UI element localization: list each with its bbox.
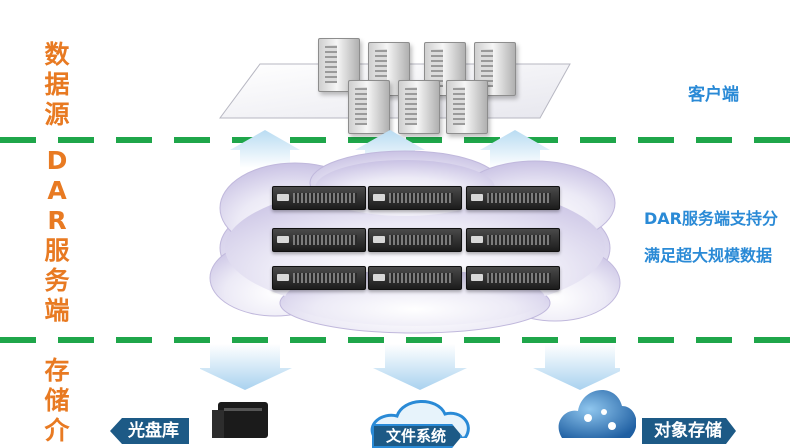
- storage-char: 介: [44, 416, 70, 445]
- source-char: 数: [44, 40, 70, 69]
- server-char: A: [47, 176, 67, 205]
- server-char: R: [47, 206, 67, 235]
- server-char: 服: [44, 236, 70, 265]
- arrow-down-icon: [373, 344, 467, 390]
- storage-item-filesystem: 文件系统: [372, 424, 462, 448]
- layer-divider-bottom: [0, 337, 800, 343]
- rack-server-icon: [272, 266, 366, 290]
- server-char: D: [46, 146, 68, 175]
- rack-server-icon: [466, 228, 560, 252]
- source-char: 源: [44, 100, 70, 129]
- object-storage-cloud-icon: [558, 390, 636, 438]
- layer-label-server: D A R 服 务 端: [40, 146, 74, 326]
- arrow-down-icon: [200, 344, 292, 390]
- server-description-line1: DAR服务端支持分: [644, 209, 778, 228]
- layer-label-storage: 存 储 介: [40, 356, 74, 446]
- rack-server-icon: [368, 228, 462, 252]
- server-char: 务: [44, 266, 70, 295]
- layer-divider-top: [0, 137, 800, 143]
- storage-arrows: [200, 344, 620, 390]
- storage-item-optical: 光盘库: [110, 418, 189, 444]
- storage-char: 储: [44, 386, 70, 415]
- arrow-up-icon: [480, 130, 550, 168]
- rack-server-icon: [466, 266, 560, 290]
- rack-server-icon: [466, 186, 560, 210]
- tower-server-icon: [446, 80, 488, 134]
- arrow-up-icon: [230, 130, 300, 168]
- layer-label-source: 数 据 源: [40, 40, 74, 130]
- storage-item-object: 对象存储: [642, 418, 736, 444]
- tower-server-icon: [398, 80, 440, 134]
- source-char: 据: [44, 70, 70, 99]
- arrow-down-icon: [533, 344, 620, 390]
- rack-server-icon: [368, 266, 462, 290]
- storage-char: 存: [44, 356, 70, 385]
- optical-library-icon: [212, 402, 268, 438]
- rack-server-icon: [272, 186, 366, 210]
- rack-server-icon: [272, 228, 366, 252]
- server-char: 端: [44, 296, 70, 325]
- rack-server-icon: [368, 186, 462, 210]
- tower-server-icon: [318, 38, 360, 92]
- server-description-line2: 满足超大规模数据: [644, 246, 773, 265]
- tower-server-icon: [348, 80, 390, 134]
- client-label: 客户端: [688, 85, 739, 105]
